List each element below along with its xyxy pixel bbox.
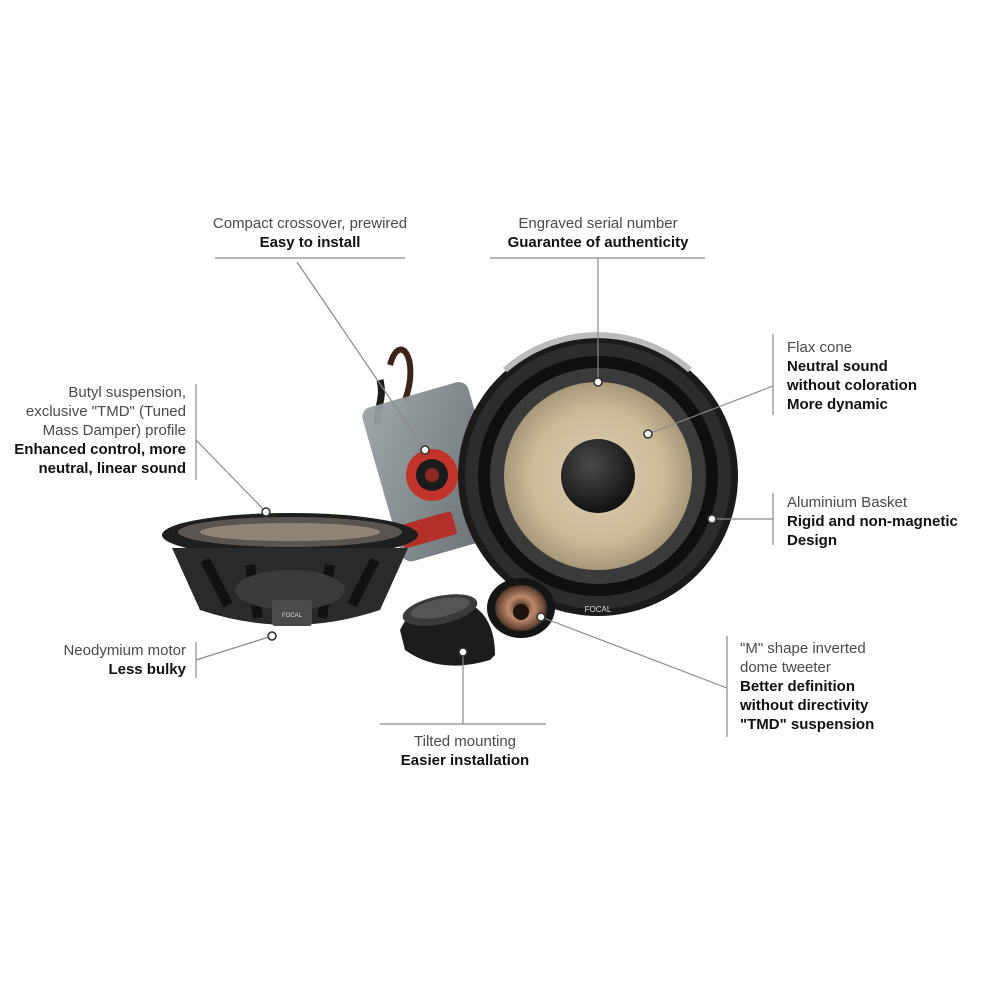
butyl-feature-3: Mass Damper) profile: [42, 422, 186, 439]
crossover-dot: [420, 445, 430, 455]
butyl-feature-1: Butyl suspension,: [68, 384, 186, 401]
woofer-front-view: FOCAL: [458, 332, 738, 616]
tweeter-benefit-3: "TMD" suspension: [740, 716, 875, 733]
crossover-feature: Compact crossover, prewired: [212, 215, 408, 232]
flax-dot: [643, 429, 653, 439]
tweeter-benefit-1: Better definition: [740, 678, 855, 695]
tweeter-dot: [536, 612, 546, 622]
flax-benefit-1: Neutral sound: [787, 358, 888, 375]
butyl-dot: [261, 507, 271, 517]
callout-motor: Neodymium motor Less bulky: [0, 641, 186, 679]
basket-feature: Aluminium Basket: [787, 494, 908, 511]
callout-lines: [195, 257, 774, 737]
butyl-feature-2: exclusive "TMD" (Tuned: [25, 403, 186, 420]
butyl-benefit-1: Enhanced control, more: [14, 441, 186, 458]
tweeter-benefit-2: without directivity: [740, 697, 869, 714]
woofer-brand-label: FOCAL: [282, 613, 303, 619]
flax-benefit-3: More dynamic: [787, 396, 888, 413]
flax-benefit-2: without coloration: [787, 377, 917, 394]
motor-dot: [267, 631, 277, 641]
callout-tilted-mounting: Tilted mounting Easier installation: [345, 732, 585, 770]
tilted-feature: Tilted mounting: [414, 733, 516, 750]
callout-dots: [261, 377, 717, 657]
flax-feature: Flax cone: [787, 339, 853, 356]
basket-dot: [707, 514, 717, 524]
butyl-benefit-2: neutral, linear sound: [38, 460, 186, 477]
serial-dot: [593, 377, 603, 387]
basket-benefit-1: Rigid and non-magnetic: [787, 513, 958, 530]
callout-butyl-suspension: Butyl suspension, exclusive "TMD" (Tuned…: [0, 383, 186, 478]
motor-benefit: Less bulky: [108, 661, 186, 678]
tweeter-feature-2: dome tweeter: [740, 659, 831, 676]
tweeter-feature-1: "M" shape inverted: [740, 640, 866, 657]
callout-flax-cone: Flax cone Neutral sound without colorati…: [787, 338, 987, 414]
serial-benefit: Guarantee of authenticity: [507, 234, 689, 251]
woofer-front-brand-label: FOCAL: [585, 605, 612, 614]
motor-feature: Neodymium motor: [63, 642, 186, 659]
tilted-benefit: Easier installation: [400, 752, 530, 769]
callout-crossover: Compact crossover, prewired Easy to inst…: [190, 214, 430, 252]
tilted-dot: [458, 647, 468, 657]
woofer-side-view: FOCAL: [162, 513, 418, 626]
serial-feature: Engraved serial number: [518, 215, 678, 232]
tilted-tweeter: [400, 594, 495, 666]
callout-basket: Aluminium Basket Rigid and non-magnetic …: [787, 493, 992, 550]
basket-benefit-2: Design: [787, 532, 838, 549]
callout-serial: Engraved serial number Guarantee of auth…: [478, 214, 718, 252]
crossover-benefit: Easy to install: [259, 234, 361, 251]
tweeter-front: [487, 578, 555, 638]
callout-tweeter: "M" shape inverted dome tweeter Better d…: [740, 639, 940, 734]
